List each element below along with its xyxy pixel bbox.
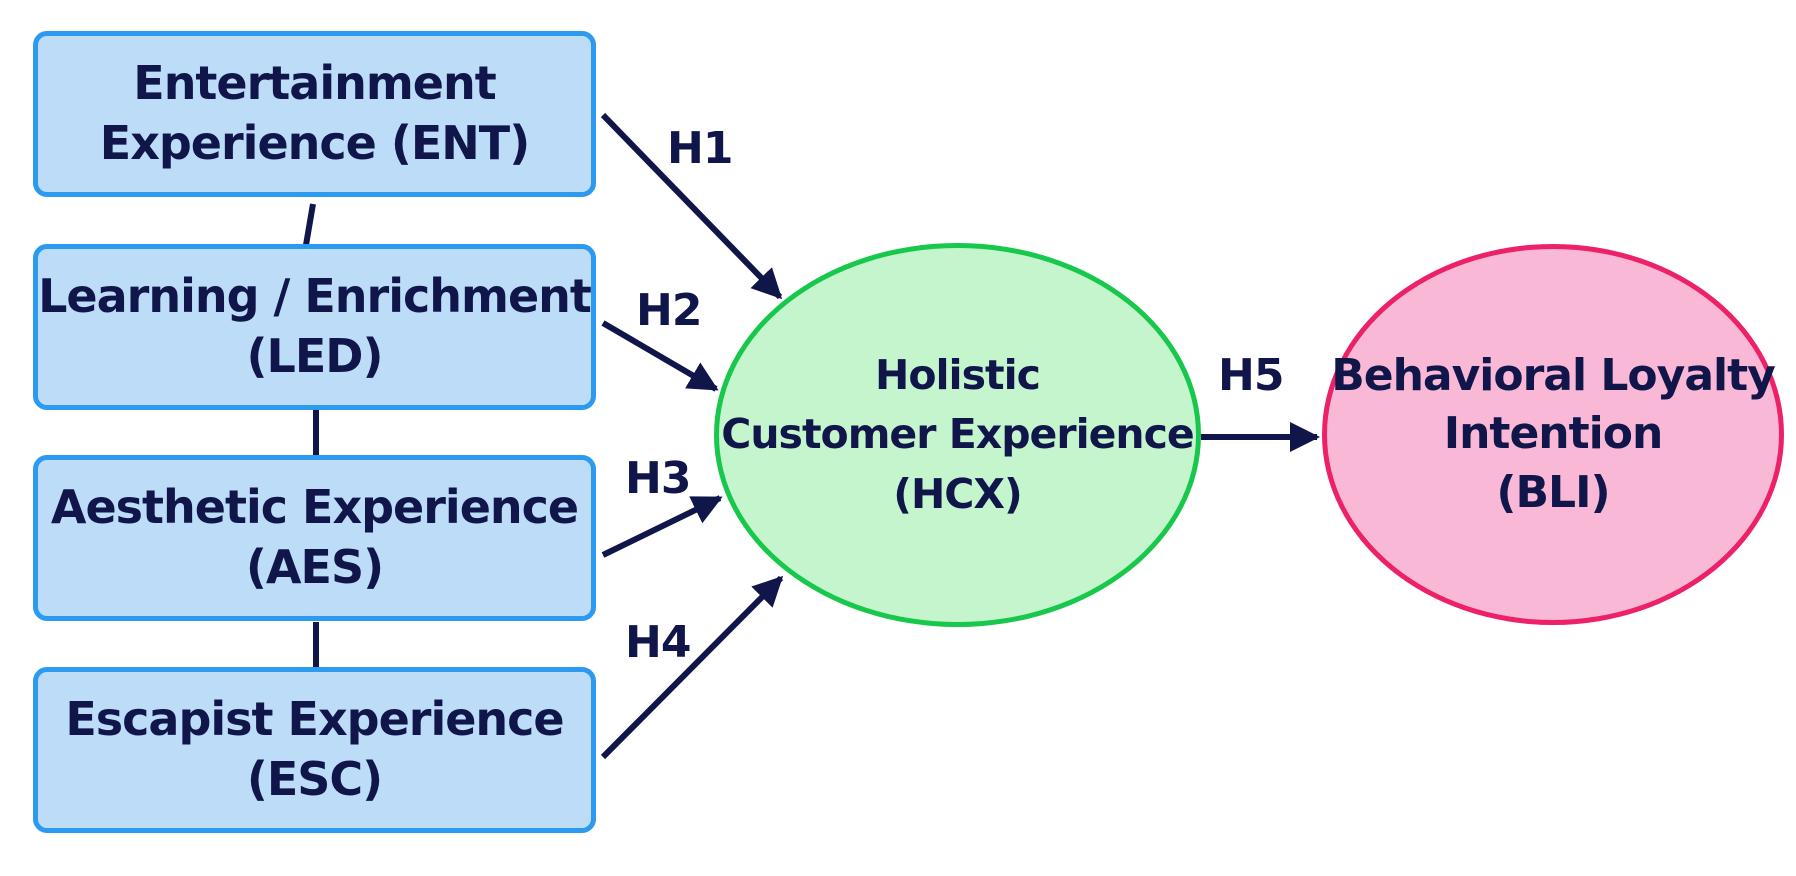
hypothesis-label-h3: H3 (625, 453, 691, 504)
construct-label: Aesthetic Experience (50, 480, 579, 535)
mediator-label: Customer Experience (721, 410, 1194, 459)
construct-label: Escapist Experience (65, 692, 564, 747)
outcome-label: Intention (1443, 408, 1664, 460)
construct-label: Entertainment (133, 56, 496, 111)
construct-box-led: Learning / Enrichment (LED) (33, 244, 596, 410)
construct-label: Learning / Enrichment (38, 269, 592, 324)
connector-ent-led (303, 203, 316, 246)
arrow-h1 (600, 112, 783, 300)
construct-label: (LED) (246, 329, 384, 383)
mediator-ellipse-hcx: Holistic Customer Experience (HCX) (714, 243, 1201, 627)
construct-box-ent: Entertainment Experience (ENT) (33, 31, 596, 197)
mediator-label: Holistic (875, 350, 1041, 399)
construct-box-aes: Aesthetic Experience (AES) (33, 455, 596, 621)
arrow-h4 (600, 575, 784, 760)
hypothesis-label-h5: H5 (1218, 350, 1284, 401)
arrow-h3 (601, 495, 723, 558)
construct-label: Experience (ENT) (99, 116, 530, 170)
outcome-label: (BLI) (1496, 466, 1610, 518)
hypothesis-label-h1: H1 (667, 123, 733, 174)
construct-box-esc: Escapist Experience (ESC) (33, 667, 596, 833)
construct-label: (AES) (245, 540, 384, 594)
outcome-label: Behavioral Loyalty (1331, 349, 1776, 401)
construct-label: (ESC) (246, 752, 383, 806)
hypothesis-label-h2: H2 (636, 285, 702, 336)
mediator-label: (HCX) (893, 469, 1022, 518)
hypothesis-label-h4: H4 (625, 617, 691, 668)
arrow-h2 (601, 320, 719, 392)
outcome-ellipse-bli: Behavioral Loyalty Intention (BLI) (1322, 244, 1784, 625)
